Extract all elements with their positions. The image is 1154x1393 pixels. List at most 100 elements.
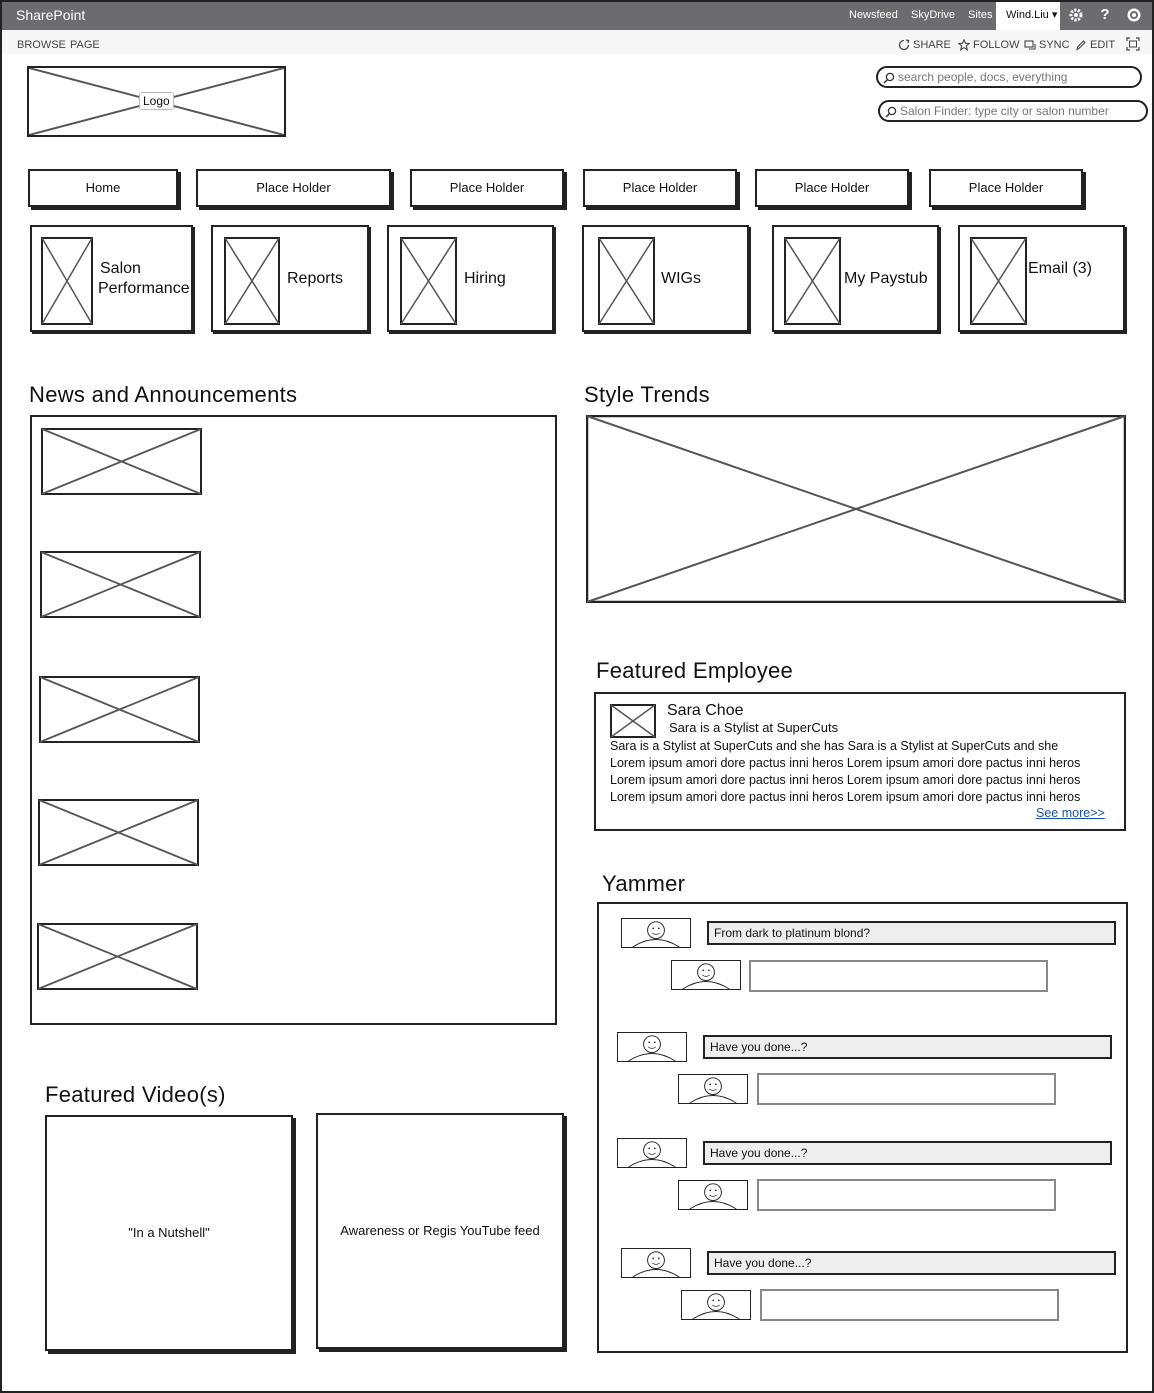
nav-button-placeholder-3[interactable]: Place Holder — [583, 169, 737, 207]
focus-mode-icon[interactable] — [1126, 37, 1143, 51]
tile-reports[interactable]: Reports — [211, 225, 369, 332]
nav-sites[interactable]: Sites — [968, 9, 993, 21]
avatar[interactable] — [678, 1180, 748, 1210]
avatar[interactable] — [617, 1032, 687, 1062]
sync-button[interactable]: SYNC — [1024, 39, 1070, 51]
yammer-post[interactable]: From dark to platinum blond? — [707, 921, 1116, 945]
follow-label: FOLLOW — [973, 39, 1020, 51]
avatar[interactable] — [621, 1248, 691, 1278]
help-icon[interactable]: ? — [1100, 6, 1110, 23]
nav-skydrive[interactable]: SkyDrive — [911, 9, 956, 21]
tile-salon-performance[interactable]: Salon Performance — [30, 225, 193, 332]
avatar[interactable] — [681, 1290, 751, 1320]
tile-label-line1: Hiring — [464, 270, 506, 287]
image-placeholder — [970, 237, 1027, 325]
share-label: SHARE — [913, 39, 951, 51]
nav-button-placeholder-5[interactable]: Place Holder — [929, 169, 1083, 207]
user-menu[interactable]: Wind.Liu ▾ — [996, 0, 1060, 30]
video-tile-youtube-feed[interactable]: Awareness or Regis YouTube feed — [316, 1113, 564, 1349]
tile-hiring[interactable]: Hiring — [387, 225, 554, 332]
image-placeholder — [598, 237, 655, 325]
tile-label-line1: My Paystub — [844, 270, 928, 287]
sync-label: SYNC — [1039, 39, 1070, 51]
search-input[interactable]: search people, docs, everything — [876, 66, 1142, 88]
pencil-icon — [1076, 40, 1086, 51]
video-tile-nutshell[interactable]: "In a Nutshell" — [45, 1115, 293, 1351]
featured-employee-card: Sara Choe Sara is a Stylist at SuperCuts… — [594, 692, 1126, 831]
nav-button-placeholder-2[interactable]: Place Holder — [410, 169, 564, 207]
logo-placeholder[interactable]: Logo — [27, 66, 286, 137]
share-button[interactable]: SHARE — [898, 39, 951, 51]
yammer-reply-input[interactable] — [749, 960, 1048, 992]
tab-browse[interactable]: BROWSE — [17, 39, 66, 51]
search-placeholder: search people, docs, everything — [898, 70, 1068, 84]
image-placeholder — [41, 237, 93, 325]
news-item-image[interactable] — [37, 923, 198, 990]
follow-button[interactable]: FOLLOW — [957, 38, 1020, 52]
yammer-panel: From dark to platinum blond? Have you do… — [597, 902, 1128, 1353]
nav-button-placeholder-1[interactable]: Place Holder — [196, 169, 391, 207]
salon-finder-placeholder: Salon Finder: type city or salon number — [900, 104, 1109, 118]
yammer-post[interactable]: Have you done...? — [707, 1251, 1116, 1275]
bio-line: Lorem ipsum amori dore pactus inni heros… — [610, 790, 1081, 804]
avatar[interactable] — [678, 1074, 748, 1104]
edit-button[interactable]: EDIT — [1075, 39, 1115, 51]
search-icon — [883, 72, 895, 84]
gear-icon[interactable] — [1068, 7, 1084, 23]
tile-label-line1: WIGs — [661, 270, 701, 287]
nav-button-home[interactable]: Home — [28, 169, 178, 207]
tile-email[interactable]: Email (3) — [958, 225, 1125, 332]
video-title: Awareness or Regis YouTube feed — [340, 1223, 540, 1238]
tile-label-line1: Salon — [100, 260, 141, 277]
yammer-post[interactable]: Have you done...? — [703, 1035, 1112, 1059]
share-icon — [898, 39, 910, 51]
image-placeholder — [224, 237, 280, 325]
news-item-image[interactable] — [38, 799, 199, 866]
image-placeholder — [784, 237, 841, 325]
yammer-heading: Yammer — [602, 871, 686, 896]
sync-icon — [1024, 40, 1036, 50]
logo-label: Logo — [139, 92, 174, 110]
tile-label-line1: Email (3) — [1028, 260, 1093, 277]
see-more-link[interactable]: See more>> — [1036, 806, 1105, 820]
avatar[interactable] — [671, 960, 741, 990]
tile-wigs[interactable]: WIGs — [582, 225, 749, 332]
yammer-reply-input[interactable] — [757, 1073, 1056, 1105]
salon-finder-input[interactable]: Salon Finder: type city or salon number — [878, 100, 1148, 122]
employee-bio: Sara is a Stylist at SuperCuts and she h… — [610, 738, 1122, 806]
video-title: "In a Nutshell" — [128, 1225, 210, 1240]
tab-page[interactable]: PAGE — [70, 39, 100, 51]
employee-name: Sara Choe — [667, 702, 744, 719]
bio-line: Lorem ipsum amori dore pactus inni heros… — [610, 756, 1081, 770]
tile-my-paystub[interactable]: My Paystub — [772, 225, 939, 332]
news-panel — [30, 415, 557, 1025]
bio-line: Lorem ipsum amori dore pactus inni heros… — [610, 773, 1081, 787]
star-icon — [957, 38, 971, 52]
avatar[interactable] — [621, 918, 691, 948]
image-placeholder — [400, 237, 457, 325]
news-item-image[interactable] — [41, 428, 202, 495]
featured-employee-heading: Featured Employee — [596, 658, 794, 683]
tile-label-line2: Performance — [98, 280, 190, 297]
search-icon — [885, 106, 897, 118]
suite-bar: SharePoint Newsfeed SkyDrive Sites Wind.… — [0, 0, 1154, 30]
news-item-image[interactable] — [39, 676, 200, 743]
style-trends-heading: Style Trends — [584, 382, 710, 407]
avatar[interactable] — [617, 1138, 687, 1168]
edit-label: EDIT — [1090, 39, 1116, 51]
yammer-reply-input[interactable] — [760, 1289, 1059, 1321]
employee-subtitle: Sara is a Stylist at SuperCuts — [669, 720, 839, 735]
globe-icon[interactable] — [1126, 7, 1142, 23]
brand-title[interactable]: SharePoint — [16, 7, 86, 23]
news-item-image[interactable] — [40, 551, 201, 618]
featured-videos-heading: Featured Video(s) — [45, 1082, 226, 1107]
nav-button-placeholder-4[interactable]: Place Holder — [755, 169, 909, 207]
news-heading: News and Announcements — [29, 382, 298, 407]
nav-newsfeed[interactable]: Newsfeed — [849, 9, 898, 21]
bio-line: Sara is a Stylist at SuperCuts and she h… — [610, 739, 1059, 753]
yammer-reply-input[interactable] — [757, 1179, 1056, 1211]
yammer-post[interactable]: Have you done...? — [703, 1141, 1112, 1165]
ribbon: BROWSE PAGE SHARE FOLLOW SYNC EDIT — [0, 30, 1154, 54]
employee-photo — [610, 704, 656, 738]
style-trends-image[interactable] — [586, 415, 1126, 603]
